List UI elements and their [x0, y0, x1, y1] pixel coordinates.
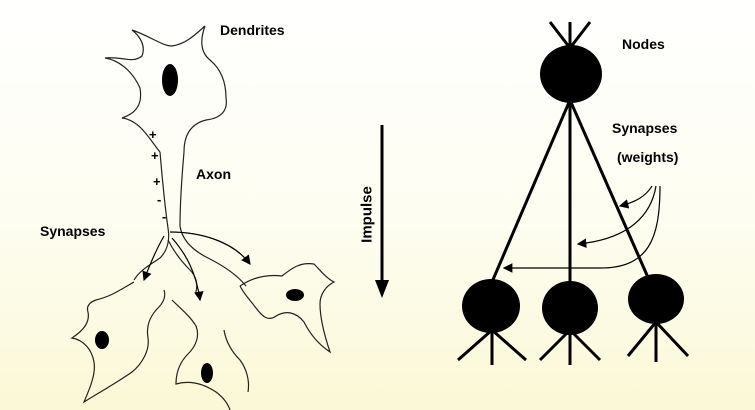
node-bottom-left	[462, 279, 520, 333]
artificial-network	[457, 21, 690, 365]
weight-arrow-right-edge	[618, 185, 653, 209]
impulse-label: Impulse	[358, 186, 376, 243]
weight-arrow-middle-edge	[576, 185, 657, 248]
axon-right-edge	[179, 151, 247, 287]
left-cell-nucleus	[95, 331, 109, 349]
ann-synapses-label: Synapses	[612, 120, 678, 136]
middle-cell-nucleus	[201, 363, 213, 383]
node-top	[540, 45, 602, 103]
soma-nucleus	[162, 64, 178, 96]
biological-neuron	[70, 25, 336, 410]
synapse-arrow-middle	[171, 237, 204, 302]
biological-synapse-arrows	[142, 231, 251, 302]
charge-plus-3: +	[153, 174, 161, 189]
node-bottom-middle	[542, 281, 598, 335]
impulse-arrow	[375, 125, 389, 298]
axon-label: Axon	[196, 166, 231, 182]
charge-plus-1: +	[149, 127, 157, 142]
charge-minus-2: -	[162, 209, 167, 224]
node-bottom-right	[628, 274, 684, 324]
dendrites-label: Dendrites	[220, 22, 285, 38]
weight-arrows	[502, 185, 661, 273]
nodes-label: Nodes	[622, 36, 665, 52]
edge-top-to-left	[490, 99, 572, 283]
axon-left-edge	[133, 151, 170, 281]
neuron-soma-outline	[104, 25, 227, 153]
edge-top-to-right	[568, 99, 652, 283]
bio-synapses-label: Synapses	[40, 223, 106, 239]
target-cell-right	[239, 263, 336, 354]
weights-label: (weights)	[617, 149, 679, 165]
weight-arrow-left-edge	[502, 185, 661, 273]
synapse-arrow-right	[169, 231, 251, 265]
right-cell-nucleus	[286, 289, 304, 301]
target-cell-middle	[171, 299, 250, 410]
charge-minus-1: -	[157, 192, 162, 207]
charge-plus-2: +	[151, 148, 159, 163]
target-cell-left	[70, 281, 166, 404]
synapse-arrow-left	[142, 235, 165, 282]
